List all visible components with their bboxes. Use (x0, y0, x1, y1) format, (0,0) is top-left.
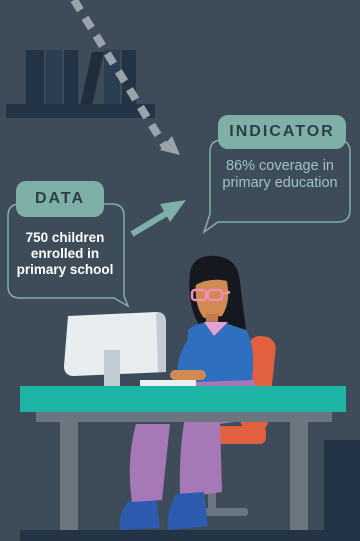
data-label: DATA (16, 181, 104, 217)
computer-monitor-icon (64, 312, 166, 386)
desk-icon (20, 386, 346, 530)
indicator-text: 86% coverage in primary education (222, 158, 338, 192)
data-bubble (7, 203, 130, 308)
indicator-bubble (202, 139, 351, 234)
arrow-icon (130, 200, 186, 237)
indicator-label: INDICATOR (218, 115, 346, 149)
corner-shape (324, 440, 360, 530)
floor (20, 530, 360, 541)
dashed-arrow-icon (70, 0, 180, 155)
bookshelf-icon (6, 50, 155, 118)
keyboard-icon (140, 380, 196, 386)
data-text: 750 children enrolled in primary school (16, 230, 114, 278)
